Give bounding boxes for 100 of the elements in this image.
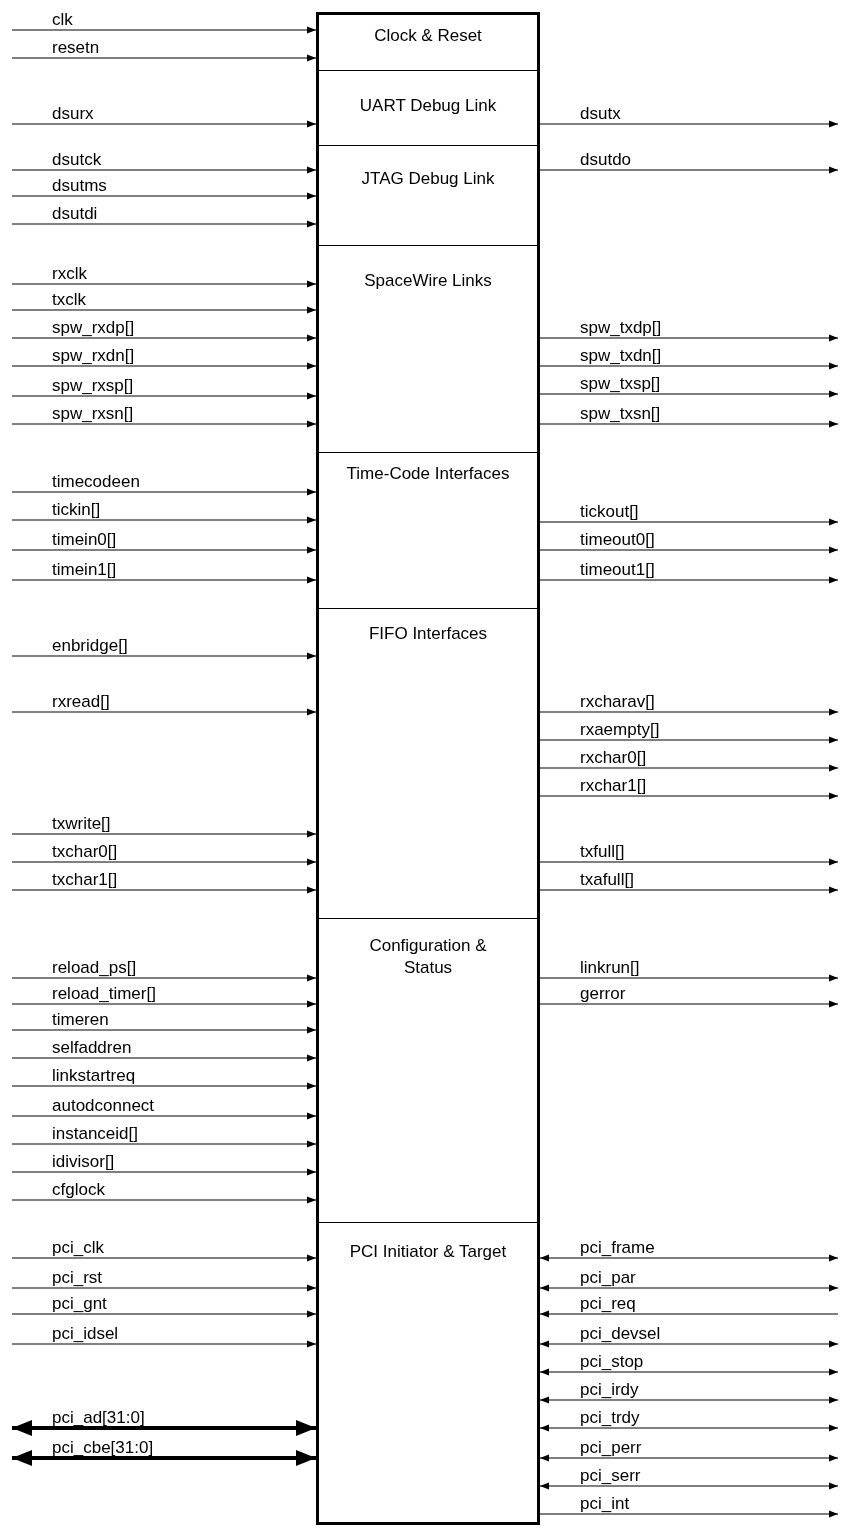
- signal-arrow: [539, 1284, 839, 1292]
- signal-name: rxaempty[]: [580, 720, 660, 740]
- signal-arrow: [11, 1168, 317, 1176]
- signal-name: dsutck: [52, 150, 102, 170]
- signal-arrow: [11, 120, 317, 128]
- signal-arrow: [11, 26, 317, 34]
- signal-arrow: [11, 1112, 317, 1120]
- section-title: Clock & Reset: [373, 25, 483, 47]
- signal-arrow: [539, 886, 839, 894]
- signal-arrow: [539, 1454, 839, 1462]
- signal-arrow: [539, 974, 839, 982]
- signal-name: pci_rst: [52, 1268, 103, 1288]
- signal-arrow: [539, 576, 839, 584]
- signal-arrow: [12, 1420, 316, 1436]
- signal-name: spw_rxdn[]: [52, 346, 135, 366]
- signal-arrow: [11, 1140, 317, 1148]
- signal-arrow: [11, 1340, 317, 1348]
- signal-name: spw_rxsp[]: [52, 376, 134, 396]
- signal-arrow: [11, 886, 317, 894]
- signal-arrow: [11, 488, 317, 496]
- signal-name: timeren: [52, 1010, 109, 1030]
- signal-arrow: [539, 166, 839, 174]
- signal-name: pci_clk: [52, 1238, 104, 1258]
- interface-section: [316, 452, 540, 608]
- signal-name: pci_devsel: [580, 1324, 661, 1344]
- signal-name: tickin[]: [52, 500, 101, 520]
- signal-arrow: [11, 546, 317, 554]
- signal-name: resetn: [52, 38, 100, 58]
- signal-name: cfglock: [52, 1180, 105, 1200]
- interface-section: [316, 145, 540, 245]
- signal-name: pci_stop: [580, 1352, 644, 1372]
- signal-name: pci_cbe[31:0]: [52, 1438, 154, 1458]
- signal-name: instanceid[]: [52, 1124, 138, 1144]
- signal-arrow: [11, 362, 317, 370]
- signal-arrow: [539, 120, 839, 128]
- signal-arrow: [11, 1026, 317, 1034]
- section-title: Time-Code Interfaces: [345, 463, 511, 485]
- signal-name: selfaddren: [52, 1038, 132, 1058]
- signal-arrow: [11, 652, 317, 660]
- signal-name: dsutdo: [580, 150, 632, 170]
- signal-arrow: [539, 1310, 839, 1318]
- signal-arrow: [11, 1310, 317, 1318]
- signal-name: pci_req: [580, 1294, 636, 1314]
- signal-name: timein0[]: [52, 530, 117, 550]
- signal-name: spw_txdp[]: [580, 318, 662, 338]
- section-title: PCI Initiator & Target: [348, 1241, 508, 1263]
- signal-arrow: [11, 1054, 317, 1062]
- signal-arrow: [539, 1368, 839, 1376]
- signal-name: linkstartreq: [52, 1066, 136, 1086]
- signal-name: clk: [52, 10, 73, 30]
- signal-name: pci_serr: [580, 1466, 641, 1486]
- signal-arrow: [539, 1396, 839, 1404]
- signal-arrow: [11, 220, 317, 228]
- signal-arrow: [539, 764, 839, 772]
- signal-name: pci_trdy: [580, 1408, 640, 1428]
- signal-arrow: [11, 166, 317, 174]
- signal-name: pci_idsel: [52, 1324, 119, 1344]
- signal-arrow: [11, 858, 317, 866]
- signal-arrow: [539, 334, 839, 342]
- signal-name: reload_ps[]: [52, 958, 137, 978]
- signal-name: rxchar0[]: [580, 748, 647, 768]
- signal-name: dsutx: [580, 104, 621, 124]
- section-title: JTAG Debug Link: [360, 168, 496, 190]
- signal-name: rxclk: [52, 264, 87, 284]
- signal-name: spw_rxsn[]: [52, 404, 134, 424]
- signal-name: txwrite[]: [52, 814, 111, 834]
- signal-name: rxchar1[]: [580, 776, 647, 796]
- signal-name: timeout0[]: [580, 530, 655, 550]
- section-title: SpaceWire Links: [363, 270, 493, 292]
- signal-name: timein1[]: [52, 560, 117, 580]
- signal-name: txclk: [52, 290, 86, 310]
- signal-arrow: [539, 1254, 839, 1262]
- signal-arrow: [11, 280, 317, 288]
- signal-arrow: [539, 1000, 839, 1008]
- signal-arrow: [11, 516, 317, 524]
- signal-arrow: [539, 1482, 839, 1490]
- signal-name: pci_perr: [580, 1438, 642, 1458]
- section-title: Configuration & Status: [368, 935, 488, 979]
- signal-name: txafull[]: [580, 870, 634, 890]
- signal-name: autodconnect: [52, 1096, 155, 1116]
- signal-arrow: [11, 830, 317, 838]
- interface-section: [316, 70, 540, 145]
- signal-arrow: [539, 1424, 839, 1432]
- interface-section: [316, 1222, 540, 1525]
- signal-name: pci_gnt: [52, 1294, 107, 1314]
- section-title: UART Debug Link: [358, 95, 498, 117]
- signal-name: spw_txsp[]: [580, 374, 661, 394]
- signal-name: txchar0[]: [52, 842, 118, 862]
- signal-name: spw_rxdp[]: [52, 318, 135, 338]
- signal-arrow: [539, 858, 839, 866]
- signal-arrow: [539, 736, 839, 744]
- signal-name: pci_int: [580, 1494, 630, 1514]
- signal-arrow: [11, 192, 317, 200]
- signal-name: dsurx: [52, 104, 94, 124]
- signal-arrow: [539, 1340, 839, 1348]
- signal-arrow: [12, 1450, 316, 1466]
- signal-arrow: [11, 392, 317, 400]
- signal-arrow: [539, 362, 839, 370]
- signal-name: pci_frame: [580, 1238, 655, 1258]
- signal-arrow: [11, 1254, 317, 1262]
